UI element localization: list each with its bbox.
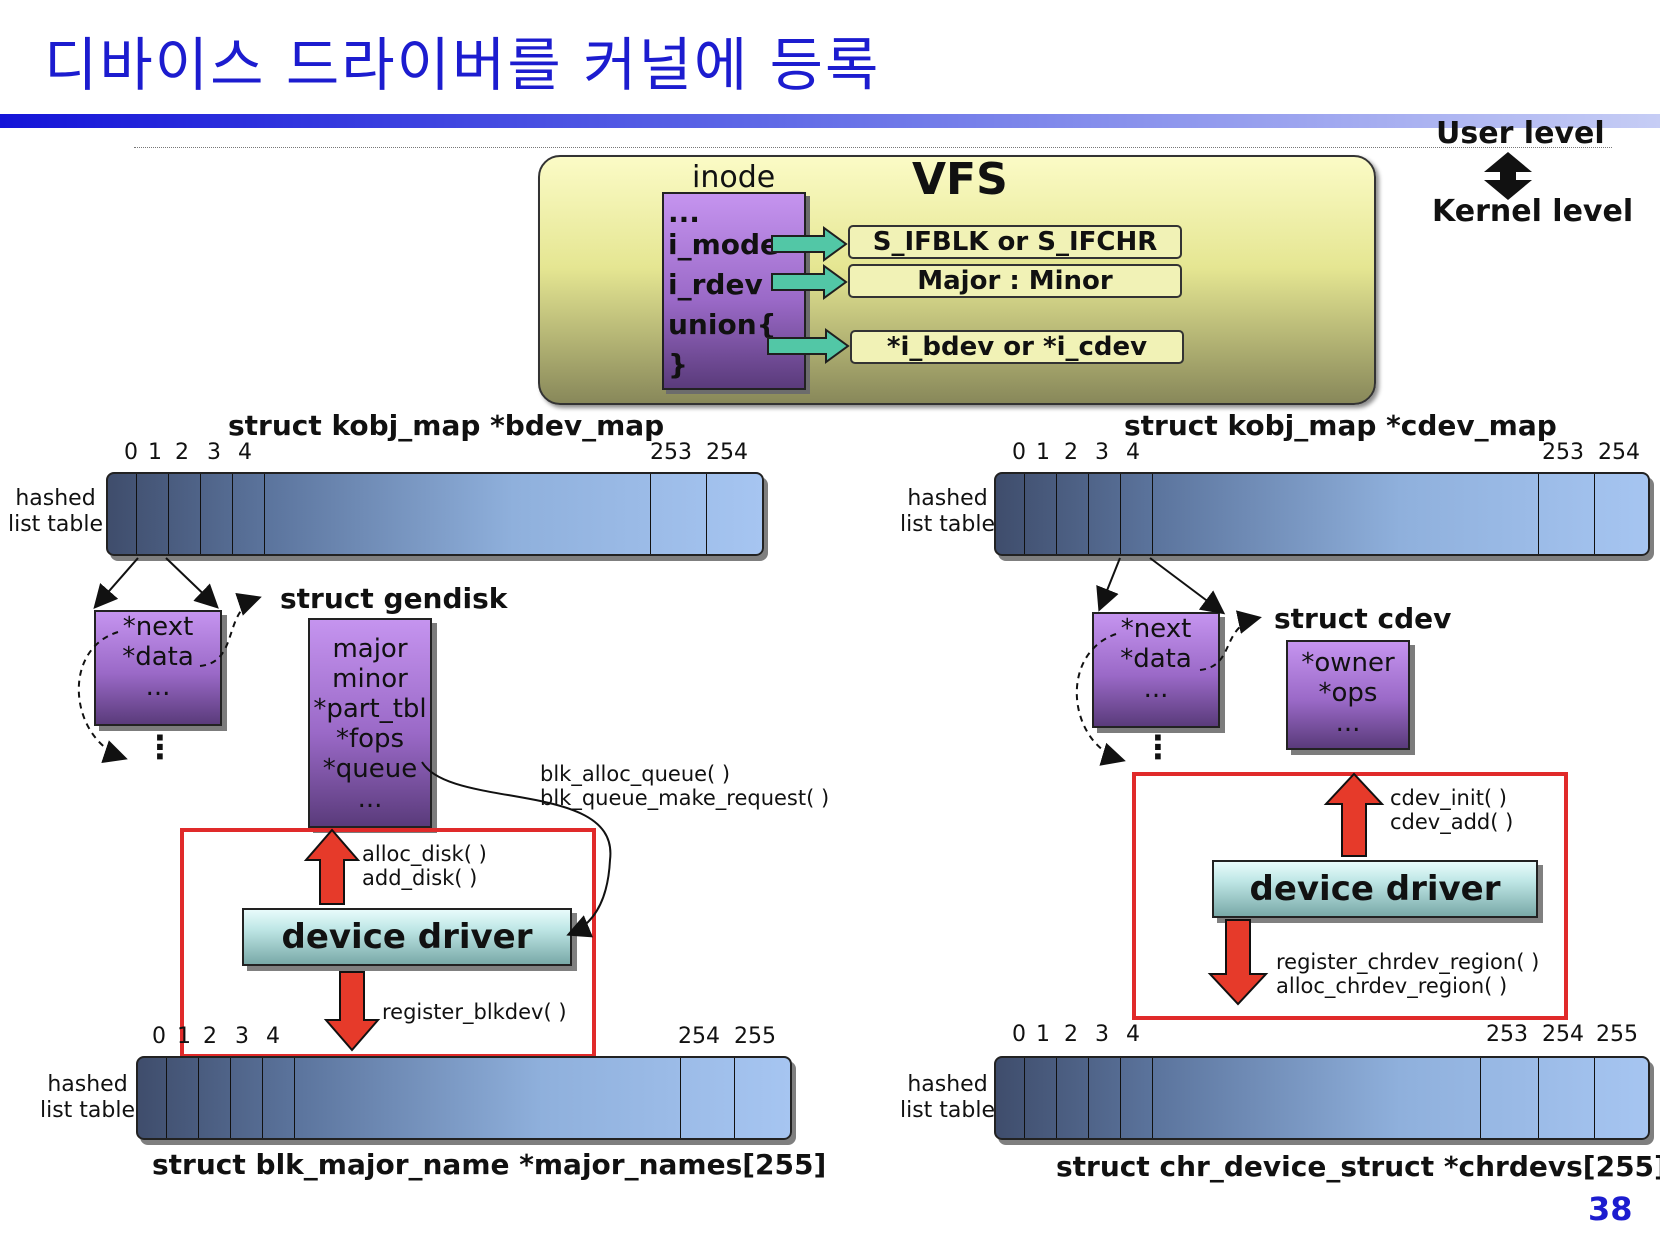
char-driver-highlight bbox=[1132, 772, 1568, 1020]
bdev-map-index: 254 bbox=[706, 440, 748, 465]
cdev-field: ... bbox=[1335, 708, 1361, 738]
bdev-map-index: 0 bbox=[124, 440, 138, 465]
inode-label: inode bbox=[692, 160, 776, 195]
chrdevs-index: 4 bbox=[1126, 1022, 1140, 1047]
level-divider bbox=[134, 147, 1612, 148]
bdev-hashed-label: hashed list table bbox=[8, 486, 104, 537]
cdev-field: *ops bbox=[1318, 678, 1378, 708]
kernel-level-label: Kernel level bbox=[1432, 194, 1634, 229]
block-device-driver: device driver bbox=[242, 908, 572, 966]
probe-field: *data bbox=[122, 642, 194, 672]
queue-funcs-label: blk_alloc_queue( ) blk_queue_make_reques… bbox=[540, 762, 830, 810]
block-up-funcs: alloc_disk( ) add_disk( ) bbox=[362, 842, 487, 890]
major-names-table bbox=[136, 1056, 792, 1140]
major-names-index: 3 bbox=[235, 1024, 249, 1049]
probe-field: *next bbox=[1120, 614, 1192, 644]
gendisk-field: minor bbox=[332, 664, 408, 694]
page-number: 38 bbox=[1588, 1190, 1633, 1228]
bdev-continuation-dots: ⋮ bbox=[144, 728, 176, 766]
bdev-map-table bbox=[106, 472, 764, 556]
bdev-map-index: 253 bbox=[650, 440, 692, 465]
chrdevs-index: 255 bbox=[1596, 1022, 1638, 1047]
bdev-probe-node: *next *data ... bbox=[94, 610, 222, 726]
probe-field: *next bbox=[122, 612, 194, 642]
inode-field-i-rdev: i_rdev bbox=[668, 268, 763, 301]
rdev-target-box: Major : Minor bbox=[848, 264, 1182, 298]
major-names-title: struct blk_major_name *major_names[255] bbox=[152, 1148, 827, 1181]
chrdevs-index: 1 bbox=[1036, 1022, 1050, 1047]
bdev-map-title: struct kobj_map *bdev_map bbox=[228, 409, 665, 442]
cdev-map-index: 3 bbox=[1095, 440, 1109, 465]
probe-field: *data bbox=[1120, 644, 1192, 674]
cdev-probe-node: *next *data ... bbox=[1092, 612, 1220, 728]
vfs-title: VFS bbox=[912, 154, 1008, 205]
bdev-links bbox=[77, 557, 612, 938]
char-device-driver: device driver bbox=[1212, 860, 1538, 918]
major-names-index: 4 bbox=[266, 1024, 280, 1049]
chrdevs-index: 3 bbox=[1095, 1022, 1109, 1047]
gendisk-field: ... bbox=[357, 784, 383, 814]
cdev-map-title: struct kobj_map *cdev_map bbox=[1124, 409, 1557, 442]
inode-field-close-brace: } bbox=[668, 348, 688, 381]
mode-target-box: S_IFBLK or S_IFCHR bbox=[848, 225, 1182, 259]
chrdevs-index: 0 bbox=[1012, 1022, 1026, 1047]
inode-field-ellipsis: ... bbox=[668, 196, 700, 229]
inode-field-union: union{ bbox=[668, 308, 777, 341]
cdev-links bbox=[1075, 557, 1262, 766]
gendisk-field: major bbox=[332, 634, 408, 664]
cdev-map-index: 4 bbox=[1126, 440, 1140, 465]
user-level-label: User level bbox=[1436, 116, 1605, 151]
chrdevs-title: struct chr_device_struct *chrdevs[255] bbox=[1056, 1150, 1660, 1183]
page-title: 디바이스 드라이버를 커널에 등록 bbox=[44, 31, 881, 99]
bdev-map-index: 2 bbox=[175, 440, 189, 465]
inode-field-i-mode: i_mode bbox=[668, 228, 780, 261]
gendisk-field: *queue bbox=[322, 754, 418, 784]
bdev-map-index: 1 bbox=[148, 440, 162, 465]
cdev-struct-box: *owner *ops ... bbox=[1286, 640, 1410, 750]
union-target-box: *i_bdev or *i_cdev bbox=[850, 330, 1184, 364]
cdev-map-index: 1 bbox=[1036, 440, 1050, 465]
block-red-arrows bbox=[303, 828, 381, 1052]
bdev-map-index: 4 bbox=[238, 440, 252, 465]
cdev-struct-title: struct cdev bbox=[1274, 602, 1452, 635]
chrdevs-index: 254 bbox=[1542, 1022, 1584, 1047]
inode-green-arrows bbox=[767, 226, 850, 364]
cdev-map-index: 253 bbox=[1542, 440, 1584, 465]
major-names-index: 1 bbox=[177, 1024, 191, 1049]
char-red-arrows bbox=[1207, 772, 1385, 1006]
cdev-map-index: 254 bbox=[1598, 440, 1640, 465]
cdev-map-index: 0 bbox=[1012, 440, 1026, 465]
major-names-index: 0 bbox=[152, 1024, 166, 1049]
major-names-hashed-label: hashed list table bbox=[40, 1072, 136, 1123]
probe-field: ... bbox=[1143, 674, 1169, 704]
cdev-hashed-label: hashed list table bbox=[900, 486, 996, 537]
gendisk-box: major minor *part_tbl *fops *queue ... bbox=[308, 618, 432, 828]
chrdevs-hashed-label: hashed list table bbox=[900, 1072, 996, 1123]
inode-box: ... i_mode i_rdev union{ } bbox=[662, 192, 806, 390]
user-kernel-arrow-icon bbox=[1484, 152, 1532, 200]
chrdevs-index: 253 bbox=[1486, 1022, 1528, 1047]
char-up-funcs: cdev_init( ) cdev_add( ) bbox=[1390, 786, 1514, 834]
major-names-index: 255 bbox=[734, 1024, 776, 1049]
major-names-index: 254 bbox=[678, 1024, 720, 1049]
title-underline-bar bbox=[0, 114, 1660, 128]
cdev-map-index: 2 bbox=[1064, 440, 1078, 465]
block-down-funcs: register_blkdev( ) bbox=[382, 1000, 567, 1024]
major-names-index: 2 bbox=[203, 1024, 217, 1049]
cdev-continuation-dots: ⋮ bbox=[1142, 728, 1174, 766]
probe-field: ... bbox=[145, 672, 171, 702]
cdev-field: *owner bbox=[1301, 648, 1395, 678]
bdev-map-index: 3 bbox=[207, 440, 221, 465]
char-down-funcs: register_chrdev_region( ) alloc_chrdev_r… bbox=[1276, 950, 1540, 998]
cdev-map-table bbox=[994, 472, 1650, 556]
gendisk-title: struct gendisk bbox=[280, 582, 508, 615]
gendisk-field: *part_tbl bbox=[313, 694, 427, 724]
gendisk-field: *fops bbox=[335, 724, 405, 754]
chrdevs-index: 2 bbox=[1064, 1022, 1078, 1047]
chrdevs-table bbox=[994, 1056, 1650, 1140]
